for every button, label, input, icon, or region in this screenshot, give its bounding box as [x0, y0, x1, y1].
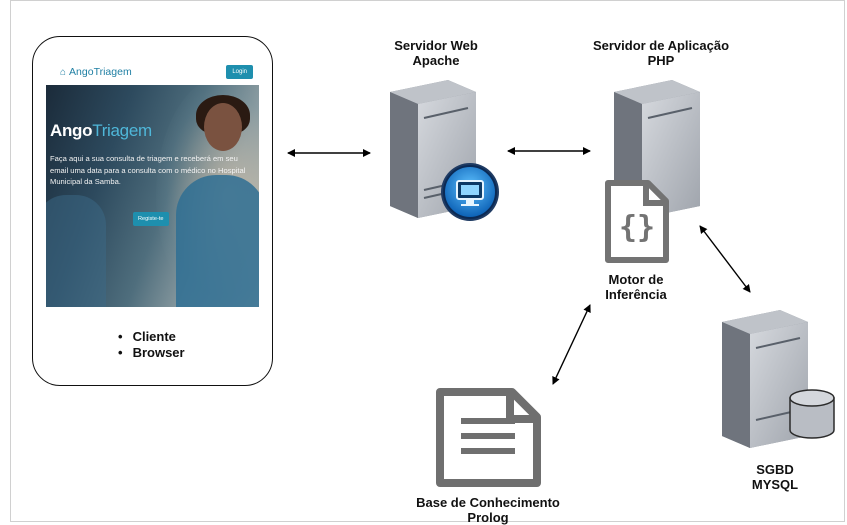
apache-label: Servidor Web Apache — [388, 38, 484, 68]
knowledge-label-line1: Base de Conhecimento — [416, 495, 560, 510]
app-navbar: ⌂AngoTriagem Login — [46, 62, 259, 84]
hero-title-part2: Triagem — [92, 121, 152, 140]
php-label-line2: PHP — [647, 53, 675, 68]
database-label-line2: MYSQL — [751, 477, 799, 492]
svg-text:{}: {} — [619, 210, 655, 245]
register-button[interactable]: Registe-te — [133, 212, 169, 226]
inference-label: Motor de Inferência — [596, 272, 676, 302]
bullet-cliente: Cliente — [118, 329, 185, 345]
app-hero-image: AngoTriagem Faça aqui a sua consulta de … — [46, 85, 259, 307]
login-button[interactable]: Login — [226, 65, 253, 79]
hero-title-part1: Ango — [50, 121, 93, 140]
apache-label-line1: Servidor Web — [394, 38, 478, 53]
document-icon — [436, 388, 541, 487]
house-icon: ⌂ — [60, 67, 67, 78]
php-label: Servidor de Aplicação PHP — [588, 38, 734, 68]
database-label: SGBD MYSQL — [745, 462, 805, 492]
bullet-browser: Browser — [118, 345, 185, 361]
app-brand-label: AngoTriagem — [69, 66, 132, 78]
hero-photo-face — [204, 103, 242, 151]
apache-label-line2: Apache — [412, 53, 460, 68]
diagram-frame — [10, 0, 845, 522]
app-brand: ⌂AngoTriagem — [60, 66, 132, 78]
code-file-icon: {} — [605, 180, 669, 263]
php-label-line1: Servidor de Aplicação — [592, 38, 730, 53]
hero-description: Faça aqui a sua consulta de triagem e re… — [50, 154, 246, 186]
arrow-inference-knowledge — [552, 304, 591, 385]
database-cylinder-icon — [789, 389, 835, 439]
monitor-badge-icon — [441, 163, 499, 221]
database-label-line1: SGBD — [756, 462, 794, 477]
knowledge-label: Base de Conhecimento Prolog — [413, 495, 563, 525]
hero-photo-figure — [176, 175, 259, 307]
hero-title: AngoTriagem — [50, 121, 152, 141]
client-bullet-list: Cliente Browser — [118, 329, 185, 361]
arrow-php-database — [699, 225, 751, 293]
inference-label-line2: Inferência — [605, 287, 667, 302]
hero-photo-figure-back — [46, 195, 106, 307]
inference-label-line1: Motor de — [608, 272, 664, 287]
knowledge-label-line2: Prolog — [467, 510, 509, 525]
